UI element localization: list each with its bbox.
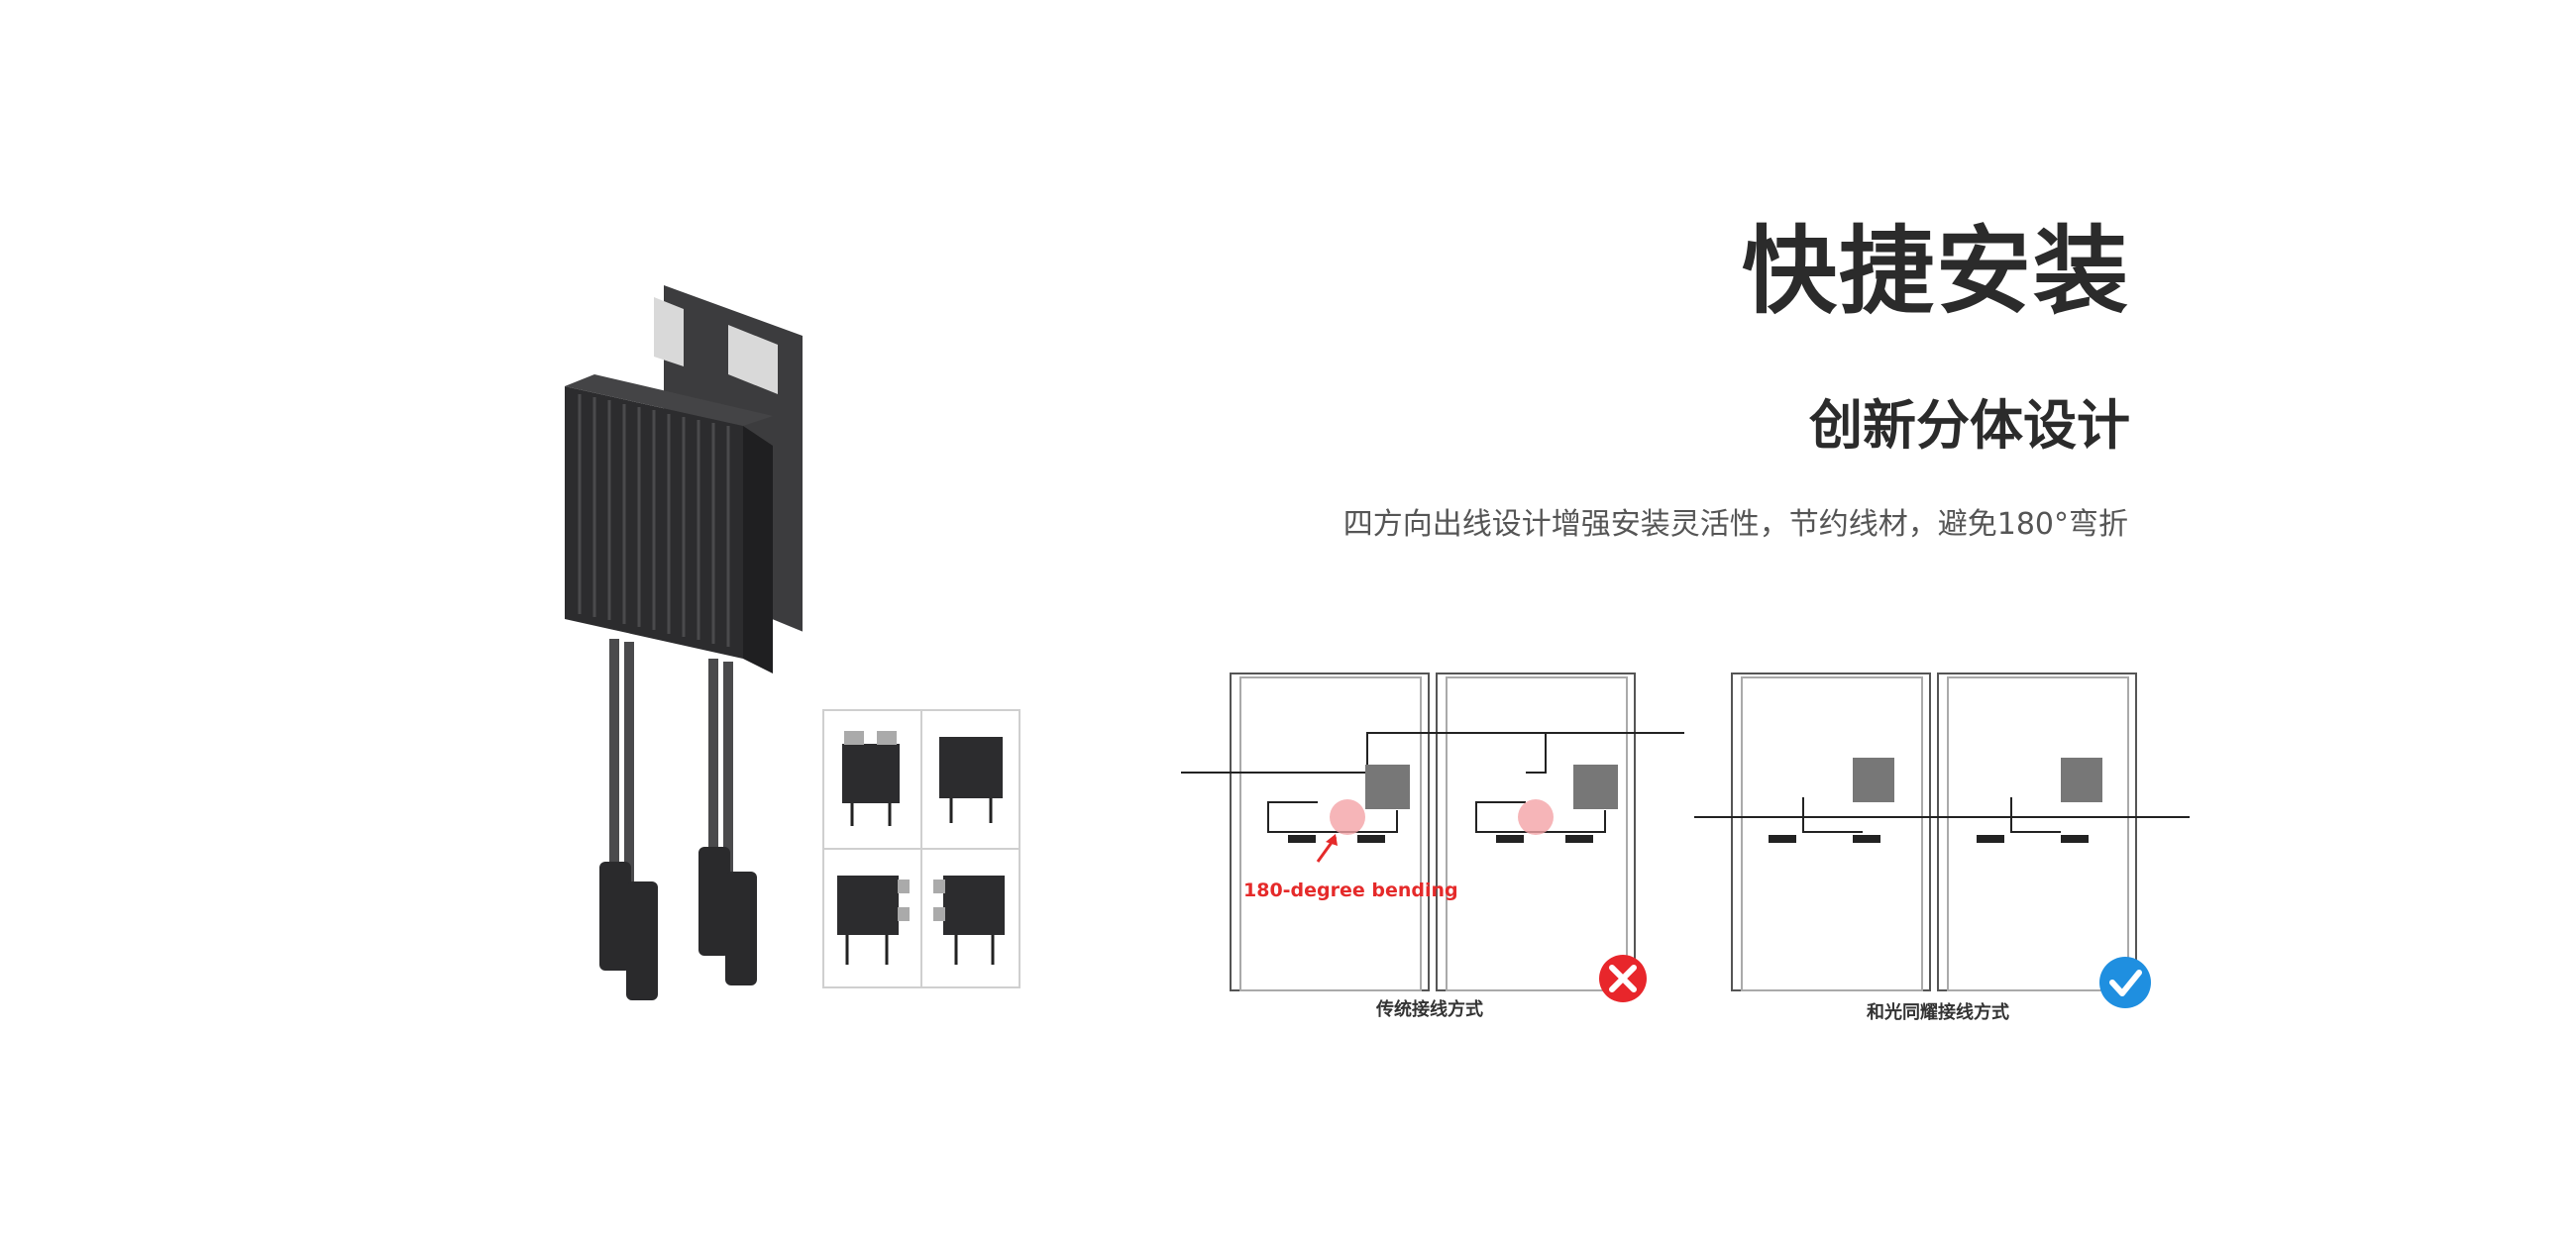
bend-highlights <box>1330 799 1554 835</box>
page-subtitle: 创新分体设计 <box>1809 394 2130 457</box>
traditional-caption: 传统接线方式 <box>1376 999 1483 1020</box>
x-circle-icon <box>1599 955 1647 1002</box>
heat-sink-fins <box>578 394 730 647</box>
traditional-panels <box>1230 673 1636 991</box>
page-description: 四方向出线设计增强安装灵活性，节约线材，避免180°弯折 <box>1342 507 2128 542</box>
sungrow-wiring <box>1694 797 2190 833</box>
output-cables <box>609 639 733 891</box>
orientation-thumbnails <box>822 709 1020 988</box>
sungrow-caption: 和光同耀接线方式 <box>1867 1002 2009 1023</box>
wiring-comparison-diagram <box>1181 673 2190 1008</box>
traditional-wiring <box>1181 732 1684 833</box>
sungrow-optimizers <box>1769 758 2102 843</box>
traditional-optimizers <box>1288 765 1618 843</box>
page-title: 快捷安装 <box>1742 216 2130 327</box>
thumb-orientation-4 <box>933 876 1005 965</box>
mc4-connectors <box>599 847 757 1000</box>
check-circle-icon <box>2099 957 2151 1008</box>
sungrow-panels <box>1731 673 2137 991</box>
optimizer-product-image <box>565 285 803 1000</box>
thumb-orientation-3 <box>837 876 910 965</box>
bend-label: 180-degree bending <box>1243 880 1458 901</box>
thumb-orientation-2 <box>939 737 1003 823</box>
thumb-orientation-1 <box>842 731 900 826</box>
